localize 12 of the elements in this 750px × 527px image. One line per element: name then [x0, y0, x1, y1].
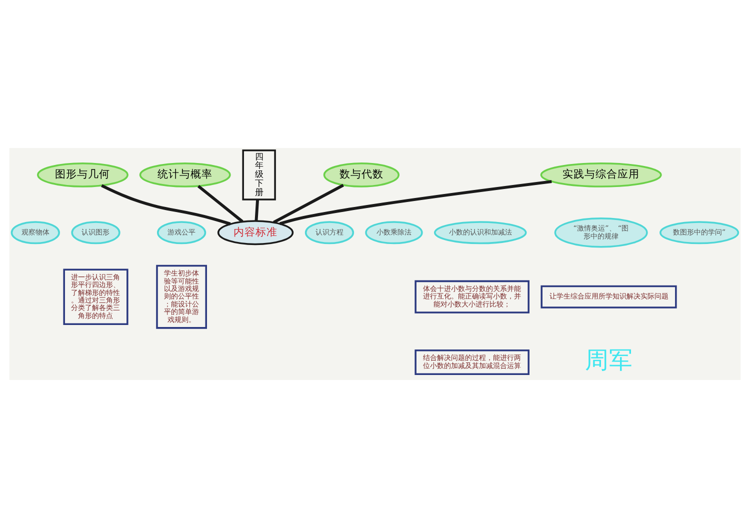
- node-ellipse: 数与代数: [323, 162, 400, 187]
- connector: [273, 183, 344, 224]
- node-ellipse: 内容标准: [217, 220, 294, 245]
- node-ellipse: 实践与综合应用: [540, 162, 662, 187]
- connector: [197, 184, 244, 222]
- connector: [279, 180, 552, 225]
- label: 周军: [584, 346, 633, 374]
- node-box: 四年级下册: [242, 148, 276, 200]
- node-ellipse: 统计与概率: [139, 162, 231, 187]
- connector: [101, 184, 231, 225]
- node-ellipse: 图形与几何: [36, 162, 128, 187]
- connector: [254, 198, 260, 220]
